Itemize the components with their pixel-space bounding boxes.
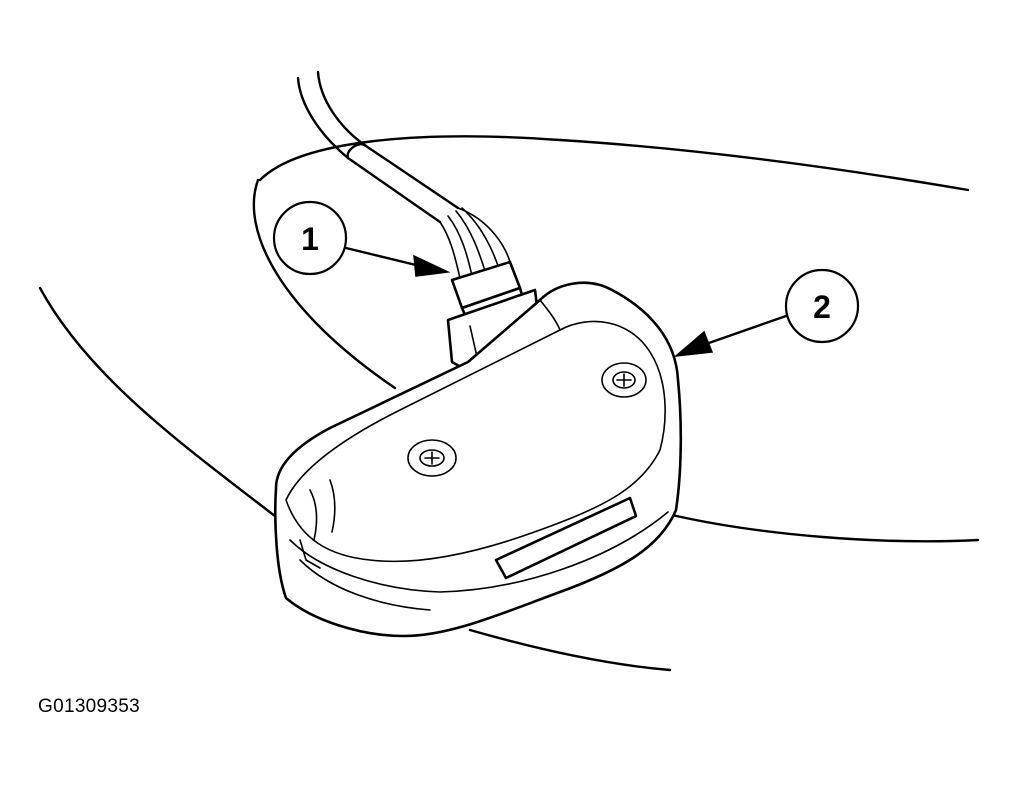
callout-2-arrow xyxy=(673,330,714,358)
figure-id: G01309353 xyxy=(38,696,141,717)
callout-2-label: 2 xyxy=(813,289,831,325)
mounting-surface-outline xyxy=(38,135,980,672)
mounting-screw-rear xyxy=(601,362,647,398)
callout-1: 1 xyxy=(272,200,451,277)
mounting-screw-front xyxy=(407,439,457,477)
callout-1-arrow xyxy=(413,254,451,277)
callout-1-label: 1 xyxy=(301,221,319,257)
callout-2: 2 xyxy=(673,268,860,358)
module-housing xyxy=(274,281,683,638)
